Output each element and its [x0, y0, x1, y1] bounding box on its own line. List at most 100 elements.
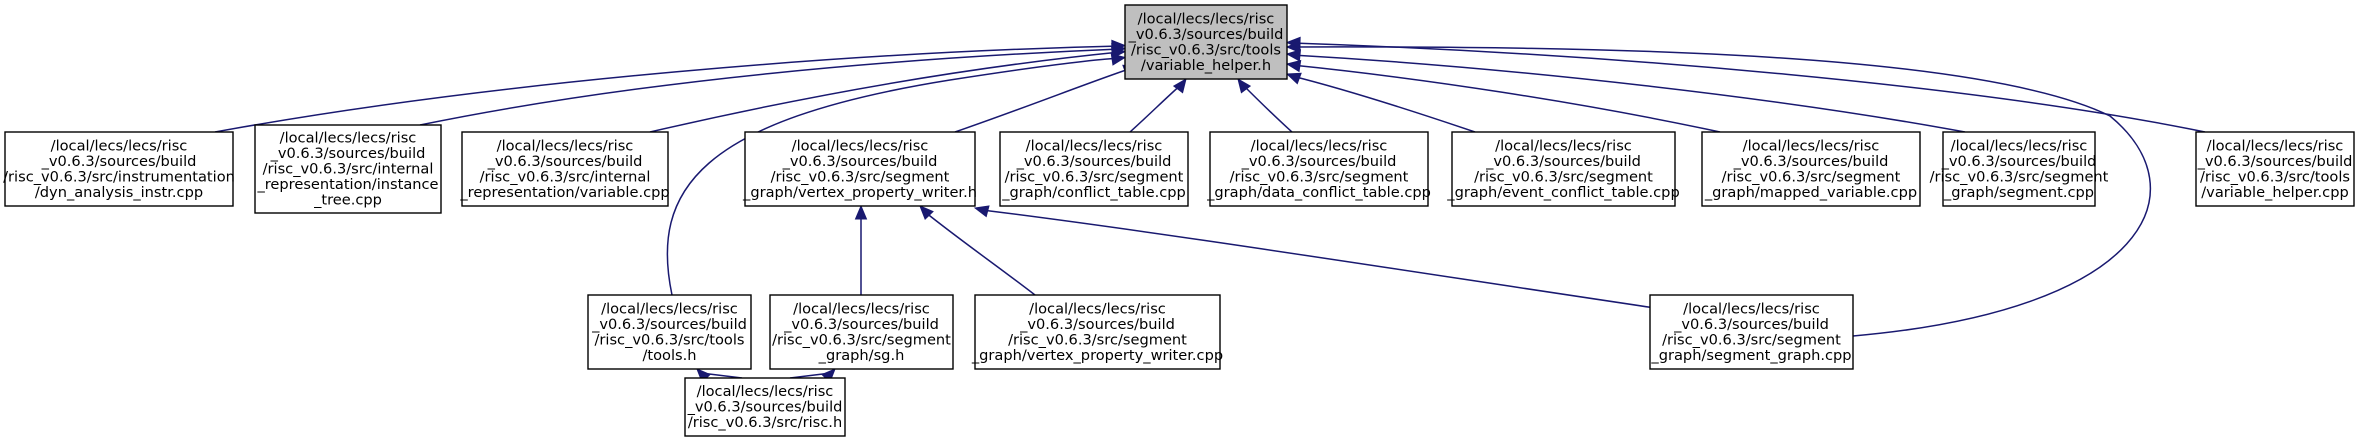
node-label-line: /local/lecs/lecs/risc [697, 383, 834, 400]
node-sg[interactable]: /local/lecs/lecs/risc_v0.6.3/sources/bui… [769, 294, 954, 370]
node-label-line: /local/lecs/lecs/risc [280, 130, 417, 147]
node-dyn[interactable]: /local/lecs/lecs/risc_v0.6.3/sources/bui… [3, 131, 235, 207]
node-box [999, 131, 1189, 207]
node-vpwcpp[interactable]: /local/lecs/lecs/risc_v0.6.3/sources/bui… [971, 294, 1223, 370]
node-label-line: _v0.6.3/sources/build [783, 316, 939, 333]
edge-dyn-to-root [214, 39, 1127, 133]
node-label-line: /local/lecs/lecs/risc [1495, 137, 1632, 154]
edge-var-to-root [649, 46, 1127, 133]
arrowhead [919, 205, 934, 221]
edge-line [419, 48, 1121, 126]
edge-ct-to-root [1129, 77, 1187, 133]
node-dct[interactable]: /local/lecs/lecs/risc_v0.6.3/sources/bui… [1206, 131, 1431, 207]
node-label-line: _tree.cpp [313, 192, 382, 209]
node-label-line: /risc_v0.6.3/src/segment [1662, 331, 1841, 348]
node-label-line: /local/lecs/lecs/risc [1138, 10, 1275, 27]
arrowhead [1285, 72, 1302, 85]
node-label-line: _v0.6.3/sources/build [1241, 153, 1397, 170]
edge-vpwcpp-to-vpwh [919, 205, 1036, 296]
edge-line [954, 67, 1133, 133]
edge-inst-to-root [419, 42, 1127, 126]
node-label-line: _v0.6.3/sources/build [1128, 26, 1284, 43]
node-label-line: _v0.6.3/sources/build [782, 153, 938, 170]
node-label-line: /tools.h [642, 347, 696, 364]
edge-line [1240, 82, 1293, 133]
edge-ect-to-root [1285, 72, 1476, 133]
node-box [1451, 131, 1676, 207]
edge-sgcpp-to-vpwh [973, 205, 1656, 309]
node-label-line: /local/lecs/lecs/risc [1251, 137, 1388, 154]
edge-line [1291, 75, 1476, 133]
node-label-line: _v0.6.3/sources/build [1485, 153, 1641, 170]
node-sgcpp[interactable]: /local/lecs/lecs/risc_v0.6.3/sources/bui… [1649, 294, 1854, 370]
edge-line [214, 45, 1121, 133]
edge-line [1291, 42, 2206, 133]
arrowhead [973, 205, 990, 218]
node-label-line: /risc_v0.6.3/src/tools [594, 331, 744, 348]
node-vhcpp[interactable]: /local/lecs/lecs/risc_v0.6.3/sources/bui… [2195, 131, 2355, 207]
node-label-line: _v0.6.3/sources/build [270, 145, 426, 162]
node-ct[interactable]: /local/lecs/lecs/risc_v0.6.3/sources/bui… [999, 131, 1189, 207]
node-seg[interactable]: /local/lecs/lecs/risc_v0.6.3/sources/bui… [1930, 131, 2109, 207]
node-var[interactable]: /local/lecs/lecs/risc_v0.6.3/sources/bui… [459, 131, 670, 207]
arrowhead [1110, 53, 1127, 66]
node-label-line: /risc_v0.6.3/src/segment [1930, 168, 2109, 185]
node-label-line: _graph/mapped_variable.cpp [1704, 184, 1917, 201]
arrowhead [1285, 49, 1302, 62]
node-mv[interactable]: /local/lecs/lecs/risc_v0.6.3/sources/bui… [1701, 131, 1921, 207]
node-label-line: /local/lecs/lecs/risc [793, 300, 930, 317]
node-label-line: _representation/variable.cpp [459, 184, 669, 201]
node-box [974, 294, 1221, 370]
node-label-line: /local/lecs/lecs/risc [51, 137, 188, 154]
node-label-line: /dyn_analysis_instr.cpp [35, 184, 203, 201]
arrowhead [1172, 77, 1187, 94]
node-label-line: _v0.6.3/sources/build [591, 316, 747, 333]
edge-dct-to-root [1237, 77, 1293, 133]
node-inst[interactable]: /local/lecs/lecs/risc_v0.6.3/sources/bui… [254, 124, 442, 214]
node-label-line: _v0.6.3/sources/build [41, 153, 197, 170]
edge-line [649, 51, 1121, 133]
node-label-line: /risc_v0.6.3/src/segment [1005, 168, 1184, 185]
node-label-line: /risc_v0.6.3/src/tools [1131, 41, 1281, 58]
node-label-line: /risc_v0.6.3/src/tools [2200, 168, 2350, 185]
node-label-line: _graph/sg.h [818, 347, 905, 364]
node-label-line: _v0.6.3/sources/build [1941, 153, 2097, 170]
edge-line [666, 57, 1121, 296]
node-label-line: _v0.6.3/sources/build [1673, 316, 1829, 333]
node-box [1209, 131, 1429, 207]
node-ect[interactable]: /local/lecs/lecs/risc_v0.6.3/sources/bui… [1446, 131, 1680, 207]
node-box [1649, 294, 1854, 370]
node-label-line: _v0.6.3/sources/build [1019, 316, 1175, 333]
arrowhead [1285, 36, 1301, 50]
edge-line [1129, 82, 1184, 133]
nodes-layer: /local/lecs/lecs/risc_v0.6.3/sources/bui… [3, 4, 2355, 437]
node-root[interactable]: /local/lecs/lecs/risc_v0.6.3/sources/bui… [1124, 4, 1288, 80]
node-label-line: _graph/data_conflict_table.cpp [1206, 184, 1431, 201]
edge-mv-to-root [1285, 59, 1721, 133]
node-label-line: /risc_v0.6.3/src/internal [263, 161, 434, 178]
node-label-line: /risc_v0.6.3/src/internal [480, 168, 651, 185]
edge-line [1291, 64, 1721, 133]
node-vpwh[interactable]: /local/lecs/lecs/risc_v0.6.3/sources/bui… [742, 131, 977, 207]
node-label-line: /local/lecs/lecs/risc [1743, 137, 1880, 154]
node-label-line: /local/lecs/lecs/risc [1026, 137, 1163, 154]
node-box [1124, 4, 1288, 80]
node-box [2195, 131, 2355, 207]
node-risch[interactable]: /local/lecs/lecs/risc_v0.6.3/sources/bui… [684, 377, 846, 437]
edge-line [1291, 46, 2152, 337]
node-box [1942, 131, 2096, 207]
node-label-line: /local/lecs/lecs/risc [497, 137, 634, 154]
node-label-line: /risc_v0.6.3/src/segment [772, 331, 951, 348]
node-label-line: _graph/vertex_property_writer.cpp [971, 347, 1223, 364]
node-box [744, 131, 976, 207]
node-label-line: /risc_v0.6.3/src/segment [1008, 331, 1187, 348]
node-tools[interactable]: /local/lecs/lecs/risc_v0.6.3/sources/bui… [587, 294, 752, 370]
edge-sg-to-vpwh [854, 204, 868, 295]
arrowhead [1285, 59, 1302, 73]
node-box [684, 377, 846, 437]
node-box [769, 294, 954, 370]
node-box [1701, 131, 1921, 207]
edges-layer [214, 36, 2206, 384]
node-label-line: /local/lecs/lecs/risc [1029, 300, 1166, 317]
node-label-line: _v0.6.3/sources/build [687, 399, 843, 416]
